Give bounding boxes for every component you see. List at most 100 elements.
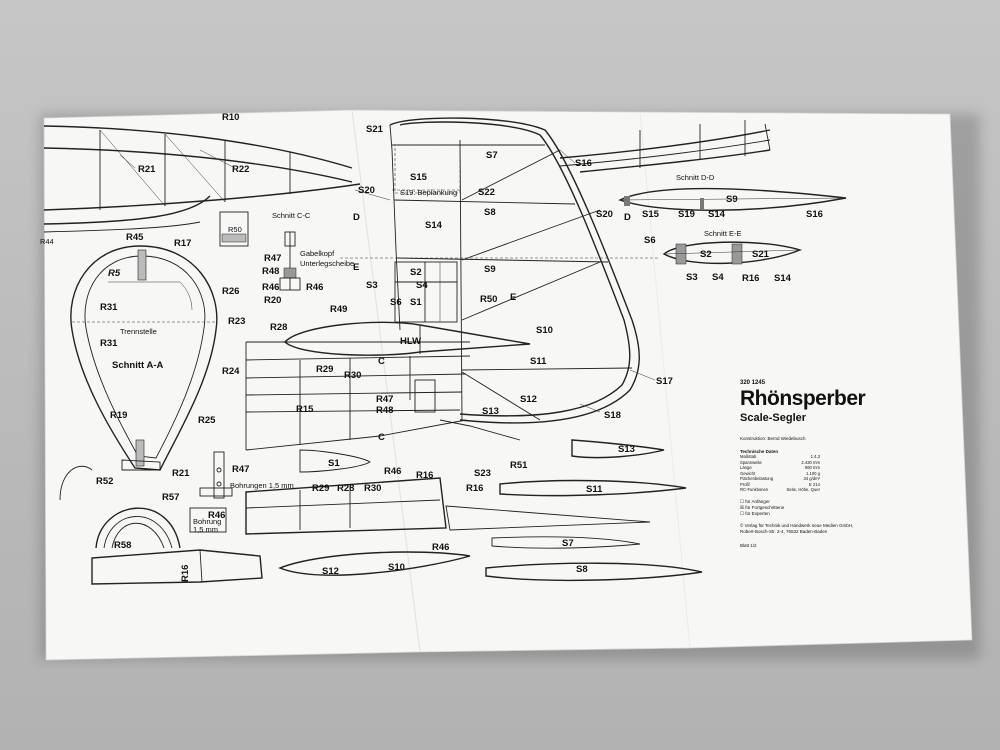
label-r49: R49 (330, 304, 347, 315)
spec-row: Profil E 214 (740, 482, 820, 488)
label-s12: S12 (520, 394, 537, 405)
label-bohrung-size: 1,5 mm (193, 525, 218, 534)
label-s18: S18 (604, 410, 621, 421)
label-r19: R19 (110, 410, 127, 421)
label-s19-note: S19: Beplankung (400, 188, 457, 197)
label-s11: S11 (530, 356, 547, 367)
publisher-address: Robert-Bosch-Str. 2-4, 76532 Baden-Baden (740, 528, 828, 534)
label-r47: R47 (264, 253, 281, 264)
fuselage-top-structure (43, 125, 361, 233)
label-r23: R23 (228, 316, 245, 327)
label-s17: S17 (656, 376, 673, 387)
spec-label: Flächenbelastung (740, 476, 774, 481)
label-r48-fin: R48 (376, 405, 393, 416)
label-s8: S8 (484, 207, 496, 218)
label-schnitt-cc: Schnitt C-C (272, 211, 311, 220)
label-r16-fin: R16 (416, 470, 433, 481)
label-bohrung: Bohrung (193, 517, 221, 526)
label-r46-canopy: R46 (208, 510, 225, 521)
label-schnitt-aa: Schnitt A-A (112, 360, 164, 371)
label-bohrungen: Bohrungen 1,5 mm (230, 481, 294, 490)
label-s3: S3 (366, 280, 378, 291)
fuselage-bottom-parts (91, 419, 703, 585)
label-r21: R21 (138, 164, 156, 175)
label-s8-part: S8 (576, 564, 588, 575)
label-s21: S21 (366, 124, 384, 135)
skill-checkboxes: ☐ für Anfänger ☒ für Fortgeschrittene ☐ … (740, 499, 965, 517)
label-c-bottom: C (378, 432, 385, 443)
label-s4-ee: S4 (712, 272, 724, 283)
label-s23: S23 (474, 468, 491, 479)
section-dd (618, 187, 847, 211)
label-s20-dd: S20 (596, 209, 613, 220)
publisher: © Verlag für Technik und Handwerk neue M… (740, 523, 965, 535)
publisher-name: © Verlag für Technik und Handwerk neue M… (740, 522, 854, 528)
spec-value: E 214 (809, 481, 820, 487)
label-s7-part: S7 (562, 538, 574, 549)
label-r52: R52 (96, 476, 113, 487)
label-s1: S1 (410, 297, 422, 308)
paper-fold (639, 111, 691, 649)
label-s2-ee: S2 (700, 249, 712, 260)
label-s3-ee: S3 (686, 272, 698, 283)
label-s13-part: S13 (618, 444, 635, 455)
label-r16-bottom: R16 (466, 483, 483, 494)
label-r46: R46 (262, 282, 279, 293)
label-s9-fin: S9 (484, 264, 496, 275)
label-r10: R10 (222, 112, 239, 123)
checkbox-advanced: ☒ für Fortgeschrittene (740, 504, 785, 510)
label-r48: R48 (262, 266, 279, 277)
label-r31-top: R31 (100, 302, 118, 313)
label-s10-part: S10 (388, 562, 405, 573)
section-ee (662, 241, 803, 265)
title-block: 320 1245 Rhönsperber Scale-Segler Konstr… (740, 380, 965, 548)
label-s1-part: S1 (328, 458, 340, 469)
label-trennstelle: Trennstelle (120, 327, 157, 336)
spec-label: RC-Funktionen (740, 487, 769, 492)
label-s6: S6 (390, 297, 402, 308)
label-e-top: E (353, 262, 359, 273)
sheet-number: Blatt 1/2 (740, 542, 757, 548)
spec-value: 1:4,3 (810, 454, 820, 459)
label-s13: S13 (482, 406, 499, 417)
plan-subtitle: Scale-Segler (740, 412, 807, 424)
label-r46-bottom: R46 (432, 542, 449, 553)
checkbox-expert: ☐ für Experten (740, 510, 770, 516)
label-s7: S7 (486, 150, 498, 161)
checkbox-label: für Anfänger (745, 498, 770, 504)
label-gabelkopf: Gabelkopf (300, 249, 335, 258)
label-s20: S20 (358, 185, 375, 196)
fin-rudder (340, 117, 660, 424)
label-r46-fin: R46 (384, 466, 401, 477)
label-r31-bottom: R31 (100, 338, 118, 349)
label-s14-dd: S14 (708, 209, 726, 220)
label-r25: R25 (198, 415, 216, 426)
label-d-right: D (624, 212, 631, 223)
frame-section-aa (70, 245, 218, 471)
label-s9: S9 (726, 194, 738, 205)
label-r58: R58 (114, 540, 131, 551)
label-d-top: D (353, 212, 360, 223)
label-r30: R30 (344, 370, 361, 381)
label-r28-bottom: R28 (337, 483, 354, 494)
label-r15: R15 (296, 404, 314, 415)
fuselage-tail-top (559, 120, 771, 173)
spec-label: Profil (740, 481, 750, 487)
plan-title: Rhönsperber (740, 387, 866, 410)
label-r16-ee: R16 (742, 273, 759, 284)
label-s16: S16 (575, 158, 592, 169)
label-r44: R44 (40, 237, 54, 246)
spec-label: Länge (740, 465, 752, 470)
checkbox-label: für Fortgeschrittene (745, 504, 785, 510)
checkbox-beginner: ☐ für Anfänger (740, 498, 770, 504)
label-s14: S14 (425, 220, 443, 231)
paper-fold (351, 109, 421, 653)
label-unterlegscheibe: Unterlegscheibe (300, 259, 354, 268)
label-r47-part: R47 (232, 464, 249, 475)
plan-constructor: Konstruktion: Bernd Wiedebusch (740, 436, 806, 441)
